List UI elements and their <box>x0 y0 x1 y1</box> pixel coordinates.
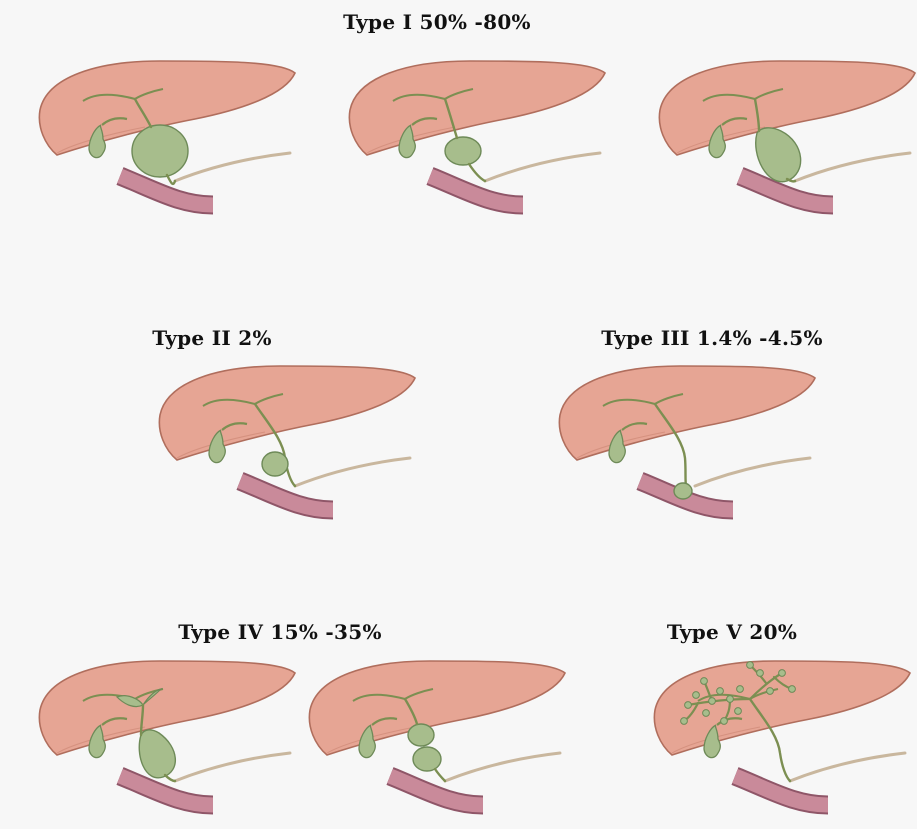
liver <box>309 661 565 755</box>
diverticulum <box>262 452 288 476</box>
cyst-upper <box>408 724 434 746</box>
liver <box>559 366 815 460</box>
extrahepatic-cyst <box>139 730 175 778</box>
intrahepatic-cyst-15 <box>735 708 742 715</box>
intrahepatic-cyst-9 <box>693 692 700 699</box>
pancreatic-duct <box>295 458 410 486</box>
pancreatic-duct <box>485 153 600 181</box>
figure-iv-b <box>309 661 565 805</box>
intrahepatic-cyst-13 <box>767 688 774 695</box>
figure-i-a <box>39 61 295 205</box>
figure-i-c <box>659 61 915 205</box>
pancreatic-duct <box>445 753 560 781</box>
intrahepatic-cyst-12 <box>757 670 764 677</box>
figure-iii <box>559 366 815 510</box>
pancreatic-duct <box>175 753 290 781</box>
figure-i-b <box>349 61 605 205</box>
intrahepatic-cyst-0 <box>685 702 692 709</box>
pancreatic-duct <box>175 153 290 181</box>
intrahepatic-cyst-11 <box>737 686 744 693</box>
intrahepatic-cyst-1 <box>701 678 708 685</box>
pancreatic-duct <box>795 153 910 181</box>
distal-common-bile-duct <box>165 775 175 781</box>
intrahepatic-cyst-3 <box>721 718 728 725</box>
intrahepatic-cyst-4 <box>747 662 754 669</box>
pancreatic-duct <box>695 458 810 486</box>
distal-common-bile-duct <box>167 175 175 184</box>
liver <box>349 61 605 155</box>
figure-ii <box>159 366 415 510</box>
intrahepatic-cyst-10 <box>717 688 724 695</box>
cystic-dilatation <box>445 137 481 165</box>
figure-iv-a <box>39 661 295 805</box>
intrahepatic-cyst-8 <box>727 696 734 703</box>
intrahepatic-cyst-6 <box>779 670 786 677</box>
choledochocele <box>674 483 692 499</box>
fusiform-cyst <box>756 128 801 182</box>
fusiform-cyst <box>132 125 188 177</box>
intrahepatic-cyst-14 <box>703 710 710 717</box>
intrahepatic-cyst-5 <box>789 686 796 693</box>
figure-v <box>654 661 910 805</box>
pancreatic-duct <box>790 753 905 781</box>
distal-common-bile-duct <box>469 164 485 181</box>
distal-common-bile-duct <box>435 769 445 781</box>
cyst-lower <box>413 747 441 771</box>
liver <box>159 366 415 460</box>
intrahepatic-cyst-2 <box>681 718 688 725</box>
intrahepatic-cyst-7 <box>709 698 716 705</box>
